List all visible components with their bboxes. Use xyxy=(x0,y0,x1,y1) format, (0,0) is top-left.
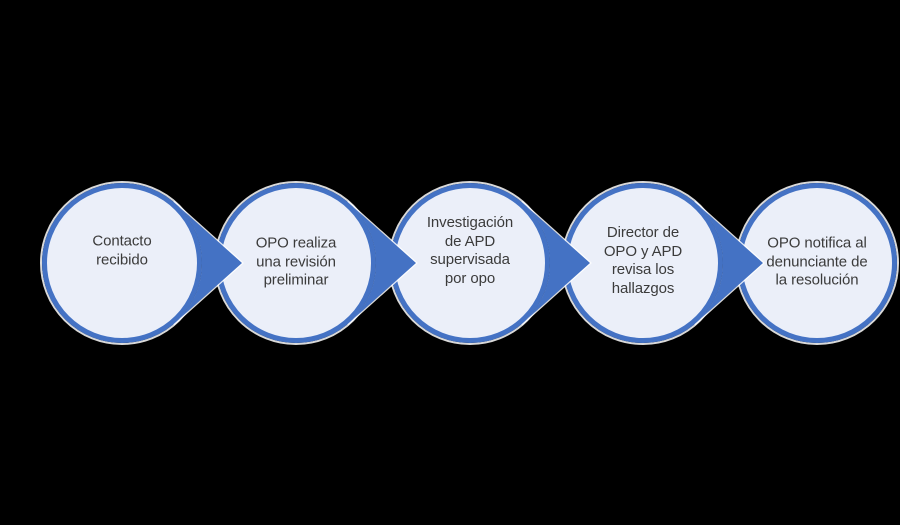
step-4-shape xyxy=(561,181,765,345)
step-4-arrow xyxy=(694,201,763,325)
step-1-arrow xyxy=(173,201,242,325)
step-3-shape xyxy=(388,181,592,345)
step-1-shape xyxy=(40,181,244,345)
step-2-arrow xyxy=(347,201,416,325)
step-1-circle xyxy=(42,183,202,343)
step-2-shape xyxy=(214,181,418,345)
step-3-arrow xyxy=(521,201,590,325)
